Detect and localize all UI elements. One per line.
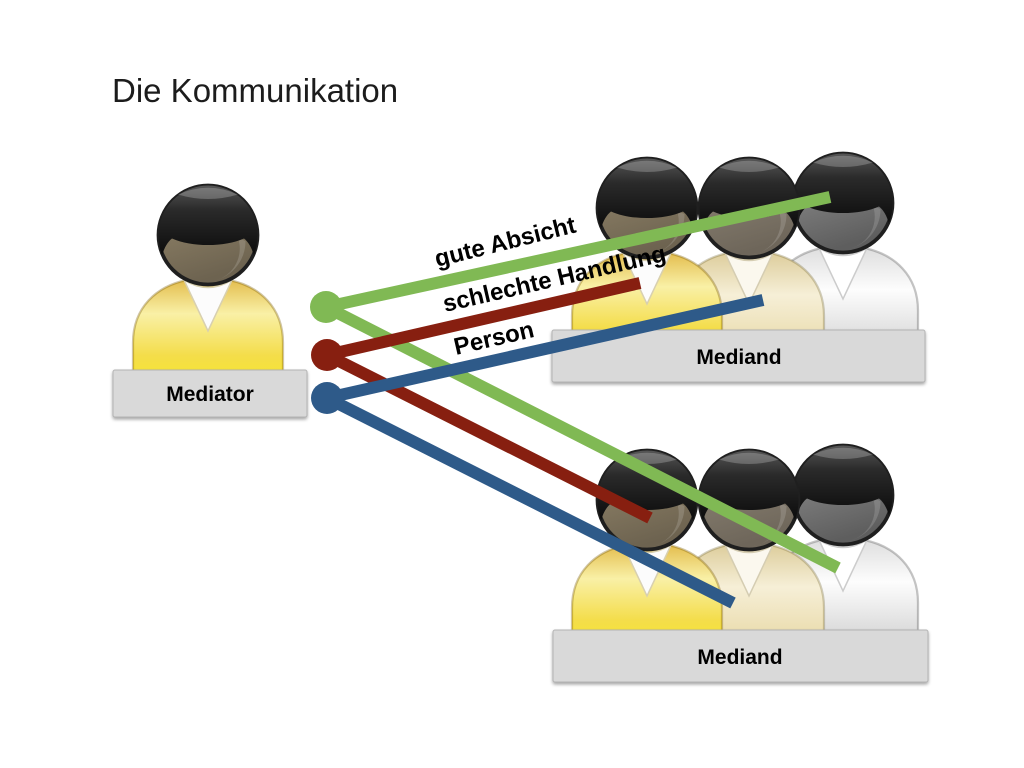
mediand-bottom-label-box-rect (552, 629, 929, 683)
mediand-top-label: Mediand (696, 346, 781, 369)
person-endpoint-dot (311, 382, 343, 414)
person-line-to-bottom-group (324, 392, 736, 609)
schlechte-handlung-endpoint-dot (311, 339, 343, 371)
mediator-person-icon (131, 183, 285, 387)
gute-absicht-endpoint-dot (310, 291, 342, 323)
gute-absicht-line-to-bottom-group (323, 301, 841, 574)
mediand-top-label-box-rect (551, 329, 926, 383)
schlechte-handlung-line-to-top-group (325, 277, 642, 361)
connections (310, 191, 841, 609)
mediator-label: Mediator (166, 383, 254, 406)
mediand-label-box-top: Mediand (551, 329, 926, 383)
mediand-bottom-label: Mediand (697, 646, 782, 669)
person-line-to-top-group (325, 294, 765, 404)
mediand-label-box-bottom: Mediand (552, 629, 929, 683)
mediator-label-box: Mediator (112, 369, 308, 418)
mediator-label-box-rect (112, 369, 308, 418)
slide-title: Die Kommunikation (112, 72, 398, 109)
person-icon-yellow (570, 448, 724, 652)
gute-absicht-line-to-top-group (324, 191, 832, 313)
